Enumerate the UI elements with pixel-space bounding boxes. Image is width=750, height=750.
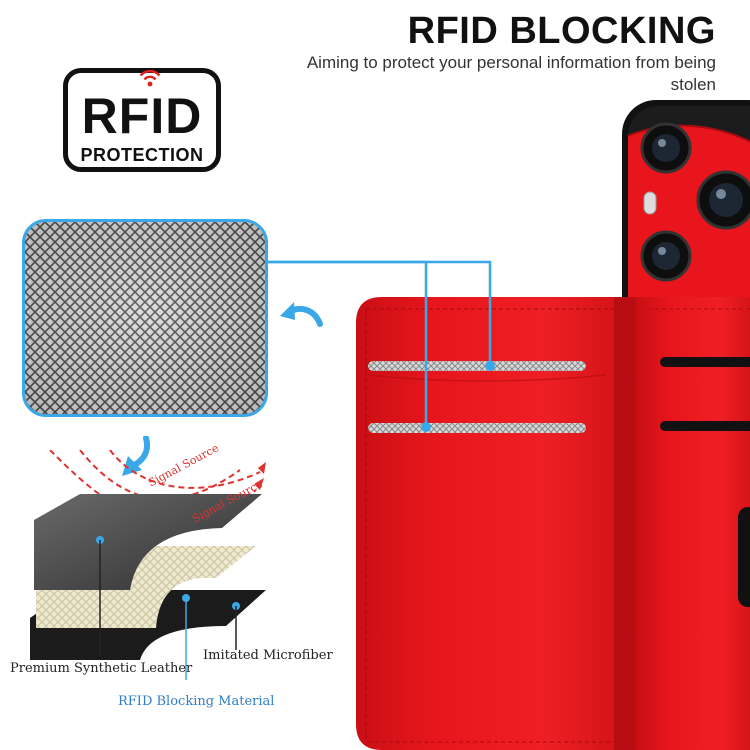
card-slot-1 [368, 361, 586, 371]
imitated-microfiber-label: Imitated Microfiber [203, 648, 333, 663]
rfid-protection-badge: RFID PROTECTION [63, 68, 221, 172]
camera-lens-top [640, 122, 692, 174]
red-wallet-case [356, 297, 750, 750]
camera-lens-bottom [640, 230, 692, 282]
rfid-mesh-swatch [22, 219, 268, 417]
camera-lens-middle [696, 170, 750, 230]
card-slot-2 [368, 423, 586, 433]
material-layers-diagram [30, 450, 266, 680]
rfid-blocking-material-label: RFID Blocking Material [118, 694, 275, 709]
rfid-logo-text: RFID [81, 88, 203, 144]
phone-camera-module [622, 100, 750, 316]
curved-arrow-down-icon [122, 436, 150, 476]
curved-arrow-left-icon [280, 302, 323, 327]
protection-logo-text: PROTECTION [80, 145, 204, 165]
premium-synthetic-leather-label: Premium Synthetic Leather [10, 661, 193, 676]
page-title: RFID BLOCKING [407, 10, 716, 52]
page-subtitle: Aiming to protect your personal informat… [306, 53, 716, 94]
wireless-signal-icon [139, 69, 161, 87]
